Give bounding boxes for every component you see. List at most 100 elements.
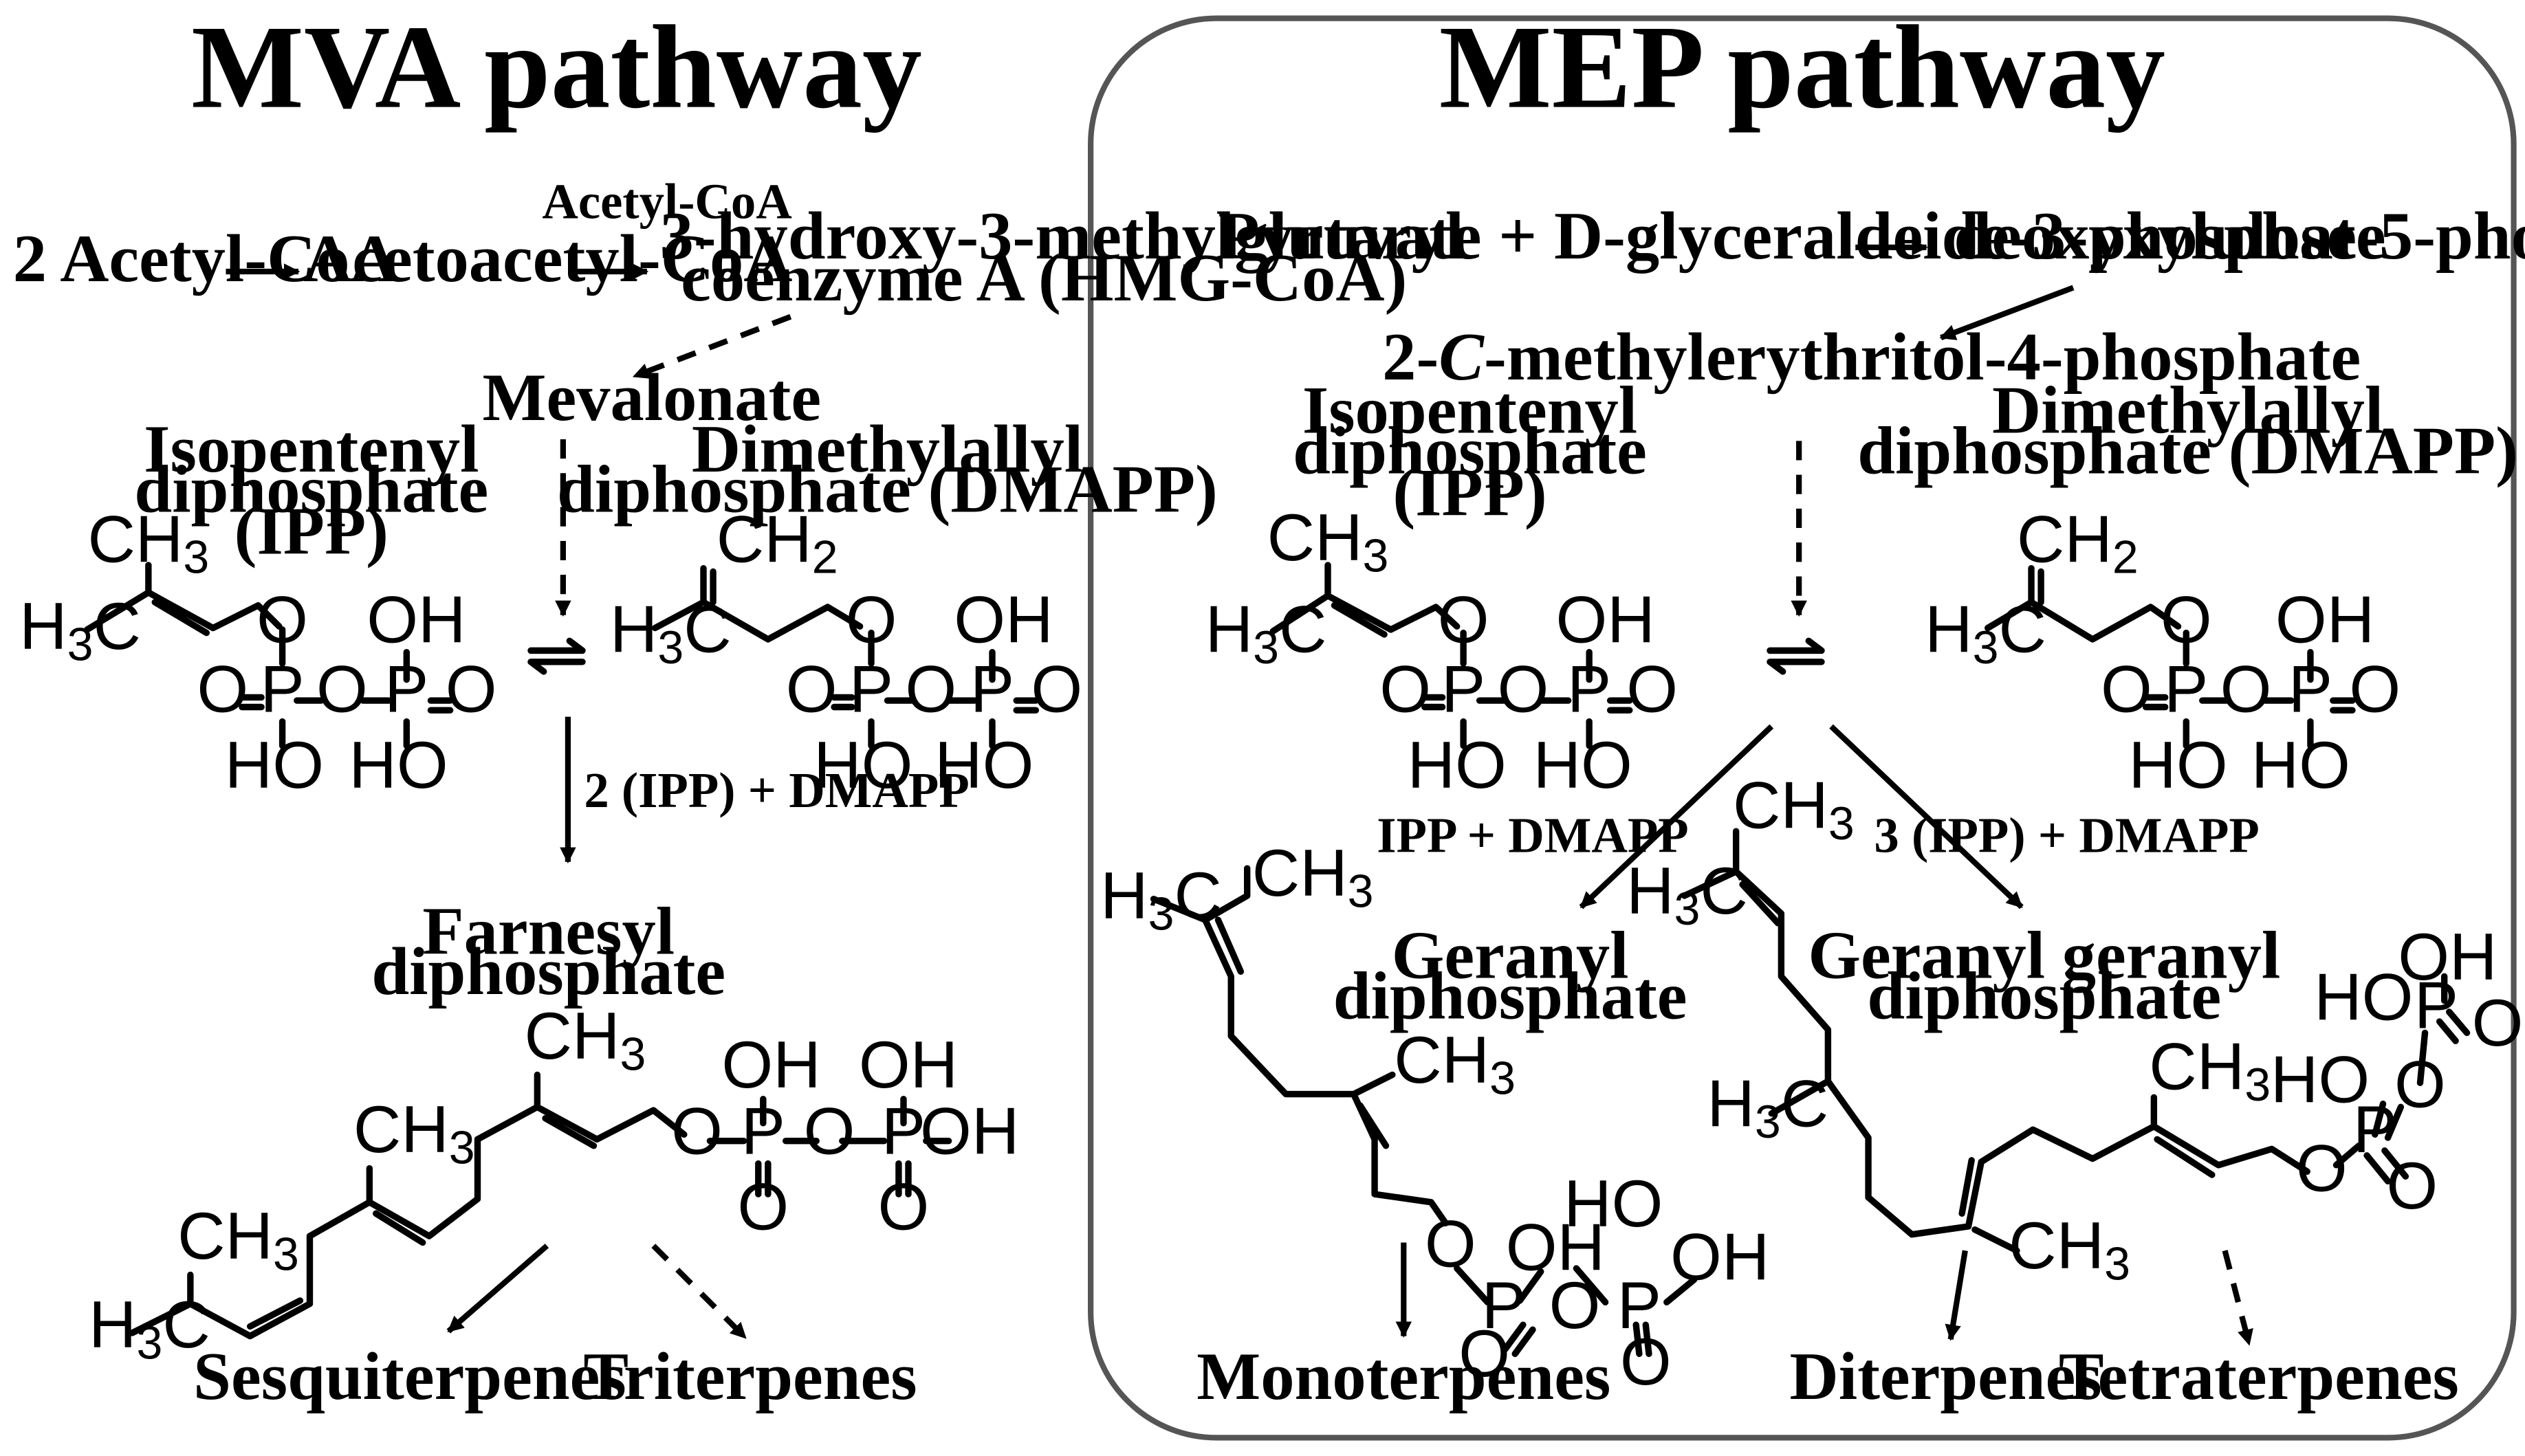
mva-dmapp-o4: O bbox=[1031, 653, 1082, 727]
mep-ggpp-label-1: Geranyl geranyl bbox=[1808, 918, 2280, 993]
arrow-to-geranyl bbox=[1579, 724, 1774, 909]
mva-hmg-line2: coenzyme A (HMG-CoA) bbox=[681, 241, 1407, 316]
mep-ipp-o4: O bbox=[1626, 653, 1678, 727]
gpp-o2: O bbox=[1549, 1269, 1601, 1343]
fpp-o2: O bbox=[804, 1094, 855, 1168]
mep-ipp-o1: O bbox=[1438, 584, 1489, 657]
ggpp-h3c-1: H3C bbox=[1626, 854, 1748, 935]
mva-acetyl-coa-cofactor: Acetyl-CoA bbox=[542, 174, 791, 230]
mva-ipp-label-2: diphosphate bbox=[134, 452, 488, 527]
gpp-p2: P bbox=[1617, 1269, 1661, 1343]
mva-fpp-label-1: Farnesyl bbox=[422, 894, 675, 969]
gpp-h3c: H3C bbox=[1100, 859, 1222, 940]
mep-dmapp-o2: O bbox=[2101, 653, 2152, 727]
mep-dmapp-ho2: HO bbox=[2251, 729, 2350, 802]
ggpp-ho-2: HO bbox=[2314, 961, 2413, 1035]
mep-dxp: deoxyxylulose-5-phosphate bbox=[1954, 199, 2525, 274]
fpp-ch3-1: CH3 bbox=[177, 1200, 299, 1280]
mva-dmapp-p2: P bbox=[970, 653, 1014, 727]
mep-ggpp-label-2: diphosphate bbox=[1867, 958, 2221, 1033]
farnesyl-diphosphate-structure: CH3 H3C CH3 CH3 O P O P OH OH OH O O bbox=[89, 1000, 1019, 1369]
mva-sesquiterpenes: Sesquiterpenes bbox=[193, 1339, 626, 1414]
mep-diterpenes: Diterpenes bbox=[1790, 1339, 2102, 1414]
fpp-ch3-2: CH3 bbox=[353, 1093, 475, 1173]
mva-acetoacetyl-coa: Acetoacetyl-CoA bbox=[303, 221, 792, 296]
mep-ipp-ho2: HO bbox=[1533, 729, 1632, 802]
mep-dmapp-o4: O bbox=[2349, 653, 2401, 727]
mva-dmapp-p1: P bbox=[849, 653, 893, 727]
mep-ipp-p2: P bbox=[1567, 653, 1611, 727]
mva-ipp-o3: O bbox=[316, 653, 368, 727]
mva-ipp-o1: O bbox=[256, 584, 308, 657]
mep-ipp-h3c: H3C bbox=[1205, 593, 1327, 674]
mep-dmapp-oh: OH bbox=[2275, 584, 2374, 657]
mva-dmapp-o2: O bbox=[786, 653, 838, 727]
arrow-to-tetraterpenes bbox=[2222, 1250, 2253, 1346]
arrow-to-sesquiterpenes bbox=[446, 1244, 549, 1334]
mva-ipp-structure: CH3 H3C O O P O P O OH HO HO bbox=[19, 503, 496, 802]
mva-dmapp-o1: O bbox=[846, 584, 897, 657]
mep-dmapp-o1: O bbox=[2161, 584, 2212, 657]
mep-dmapp-label-2: diphosphate (DMAPP) bbox=[1857, 413, 2518, 488]
mva-dmapp-h3c: H3C bbox=[610, 593, 732, 674]
mep-panel-frame bbox=[1088, 15, 2517, 1441]
gpp-ch3-2: CH3 bbox=[1394, 1024, 1516, 1104]
mva-hmg-line1: 3-hydroxy-3-methylglutaryl bbox=[660, 199, 1465, 274]
mep-dmapp-p2: P bbox=[2288, 653, 2332, 727]
gpp-p1: P bbox=[1482, 1269, 1526, 1343]
mep-ipp-label-2: diphosphate bbox=[1293, 413, 1647, 488]
mva-dmapp-o3: O bbox=[905, 653, 957, 727]
ggpp-o2: O bbox=[2386, 1149, 2438, 1223]
mva-dmapp-label-1: Dimethylallyl bbox=[692, 412, 1083, 487]
fpp-ch3-3: CH3 bbox=[525, 1000, 646, 1080]
arrow-hmg-to-mevalonate bbox=[632, 313, 792, 379]
mva-dmapp-ho1: HO bbox=[813, 729, 912, 802]
fpp-oh-2: OH bbox=[859, 1028, 958, 1102]
mep-dmapp-o3: O bbox=[2220, 653, 2272, 727]
mep-ipp-label-1: Isopentenyl bbox=[1302, 373, 1637, 448]
mep-title: MEP pathway bbox=[1439, 1, 2165, 133]
gpp-o3: O bbox=[1458, 1317, 1510, 1391]
gpp-o1: O bbox=[1425, 1208, 1476, 1281]
mva-title: MVA pathway bbox=[191, 1, 922, 133]
mep-dmapp-structure: CH2 H3C O O P O P O OH HO HO bbox=[1925, 503, 2401, 802]
arrow-to-diterpenes bbox=[1945, 1250, 1968, 1341]
fpp-o3: O bbox=[737, 1171, 789, 1244]
mep-dmapp-ch2: CH2 bbox=[2017, 503, 2139, 583]
mva-ipp-o2: O bbox=[197, 653, 248, 727]
mep-ipp-label-3: (IPP) bbox=[1392, 455, 1546, 530]
mva-step-fpp: 2 (IPP) + DMAPP bbox=[584, 762, 969, 818]
mep-ipp-o2: O bbox=[1379, 653, 1431, 727]
mva-ipp-p2: P bbox=[384, 653, 428, 727]
mep-ipp-p1: P bbox=[1441, 653, 1485, 727]
mep-gpp-label-2: diphosphate bbox=[1333, 958, 1687, 1033]
fpp-h3c: H3C bbox=[89, 1288, 210, 1369]
ggpp-o4: O bbox=[2472, 986, 2524, 1060]
gpp-o4: O bbox=[1620, 1325, 1672, 1399]
ggpp-ch3-1: CH3 bbox=[1733, 769, 1855, 849]
mva-ipp-label-3: (IPP) bbox=[234, 494, 389, 569]
mep-intermediate: 2-C-methylerythritol-4-phosphate bbox=[1382, 320, 2361, 395]
mep-ipp-oh: OH bbox=[1555, 584, 1654, 657]
mep-dmapp-p1: P bbox=[2164, 653, 2208, 727]
ggpp-oh: OH bbox=[2398, 920, 2497, 994]
mva-mevalonate: Mevalonate bbox=[483, 360, 822, 435]
ggpp-p2: P bbox=[2414, 969, 2458, 1042]
mva-equilibrium-arrows bbox=[527, 637, 586, 675]
mva-triterpenes: Triterpenes bbox=[583, 1339, 917, 1414]
mep-gpp-label-1: Geranyl bbox=[1392, 918, 1629, 993]
ggpp-ho-1: HO bbox=[2271, 1043, 2370, 1116]
ggpp-o3: O bbox=[2394, 1048, 2446, 1121]
geranyl-diphosphate-structure: H3C CH3 CH3 O P OH O P HO OH O O bbox=[1100, 837, 1769, 1399]
mep-dmapp-h3c: H3C bbox=[1925, 593, 2046, 674]
mep-dmapp-label-1: Dimethylallyl bbox=[1992, 373, 2383, 448]
mva-dmapp-oh: OH bbox=[954, 584, 1053, 657]
mep-ipp-ch3: CH3 bbox=[1267, 501, 1389, 582]
fpp-o1: O bbox=[671, 1094, 723, 1168]
mva-dmapp-ch2: CH2 bbox=[717, 503, 838, 583]
mva-ipp-label-1: Isopentenyl bbox=[144, 412, 479, 487]
mep-ipp-ho1: HO bbox=[1408, 729, 1507, 802]
mva-ipp-o4: O bbox=[446, 653, 497, 727]
